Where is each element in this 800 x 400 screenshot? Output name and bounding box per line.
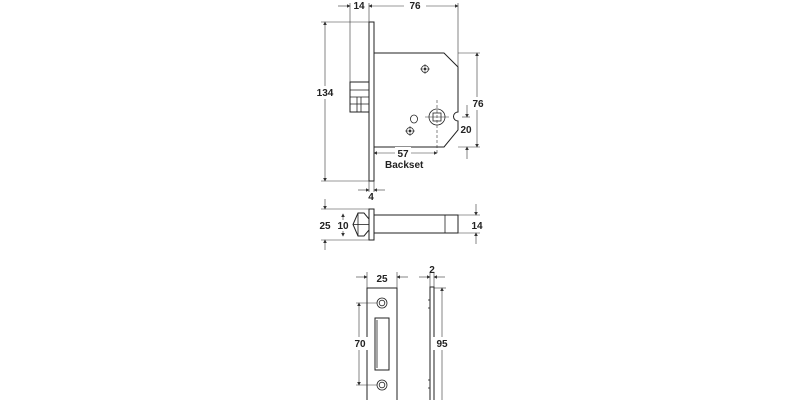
dim-57: 57 xyxy=(397,149,409,160)
dim-10: 10 xyxy=(337,221,349,232)
dim-76-height: 76 xyxy=(472,99,484,110)
case-edge xyxy=(373,214,459,234)
strike-plate-front: 25 70 xyxy=(351,272,408,400)
dim-14: 14 xyxy=(353,1,365,12)
strike-plate-side: 2 95 xyxy=(419,265,451,400)
faceplate-edge xyxy=(368,208,375,241)
dim-25-face: 25 xyxy=(319,221,331,232)
screw-icon xyxy=(405,126,415,136)
dim-70: 70 xyxy=(354,339,366,350)
dim-2: 2 xyxy=(429,265,435,276)
screw-icon xyxy=(420,64,430,74)
dim-95: 95 xyxy=(436,339,448,350)
dim-134: 134 xyxy=(317,88,334,99)
lock-case xyxy=(373,52,459,148)
faceplate xyxy=(368,21,375,182)
dim-14-case: 14 xyxy=(471,221,483,232)
strike-slot xyxy=(374,317,390,371)
lock-front-view: 14 76 134 76 20 57 Backset 4 xyxy=(313,0,487,203)
hole-icon xyxy=(410,114,418,124)
dim-4: 4 xyxy=(368,192,374,203)
backset-label: Backset xyxy=(385,160,424,171)
dim-20: 20 xyxy=(460,125,472,136)
dim-76-depth: 76 xyxy=(409,1,421,12)
dim-25-strike: 25 xyxy=(376,274,388,285)
lock-top-view: 25 10 14 xyxy=(319,199,483,250)
spindle-follower-icon xyxy=(425,100,449,155)
